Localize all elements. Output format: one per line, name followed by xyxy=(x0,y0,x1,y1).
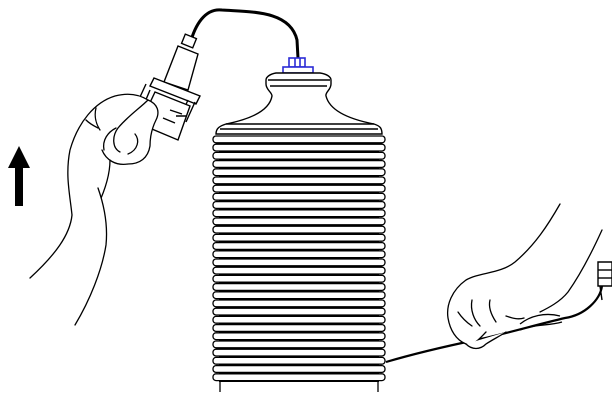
bottle-rib xyxy=(213,226,385,233)
bottle-rib xyxy=(213,136,385,143)
bottle-body xyxy=(213,136,385,381)
bottle-rib xyxy=(213,161,385,168)
bottle-rib xyxy=(213,267,385,274)
bottle-rib xyxy=(213,349,385,356)
bottle-rib xyxy=(213,292,385,299)
bottle-rib xyxy=(213,259,385,266)
bottle-rib xyxy=(213,202,385,209)
arrow-up-icon xyxy=(8,146,30,206)
bottle-rib xyxy=(213,357,385,364)
bottle-rib xyxy=(213,210,385,217)
bottle-rib xyxy=(213,218,385,225)
bottle-cap-icon xyxy=(283,58,313,73)
bottle-rib xyxy=(213,144,385,151)
bottle-rib xyxy=(213,316,385,323)
bottle-rib xyxy=(213,341,385,348)
bottle-rib xyxy=(213,374,385,381)
bottle-rib xyxy=(213,275,385,282)
bottle-rib xyxy=(213,152,385,159)
bottle-rib xyxy=(213,169,385,176)
bottle-rib xyxy=(213,300,385,307)
bottle-neck xyxy=(216,73,382,134)
right-hand xyxy=(448,204,602,349)
bottle-rib xyxy=(213,234,385,241)
left-hand xyxy=(30,94,158,325)
bottle-rib xyxy=(213,193,385,200)
bottle-rib xyxy=(213,243,385,250)
bottle-rib xyxy=(213,333,385,340)
bottle-rib xyxy=(213,284,385,291)
tubing-top xyxy=(190,10,298,58)
bottle-rib xyxy=(213,325,385,332)
bottle-rib xyxy=(213,185,385,192)
tubing-bottom-inner xyxy=(520,314,562,330)
bottle-rib xyxy=(213,366,385,373)
bottle-rib xyxy=(213,251,385,258)
bottle-rib xyxy=(213,308,385,315)
bottle-rib xyxy=(213,177,385,184)
